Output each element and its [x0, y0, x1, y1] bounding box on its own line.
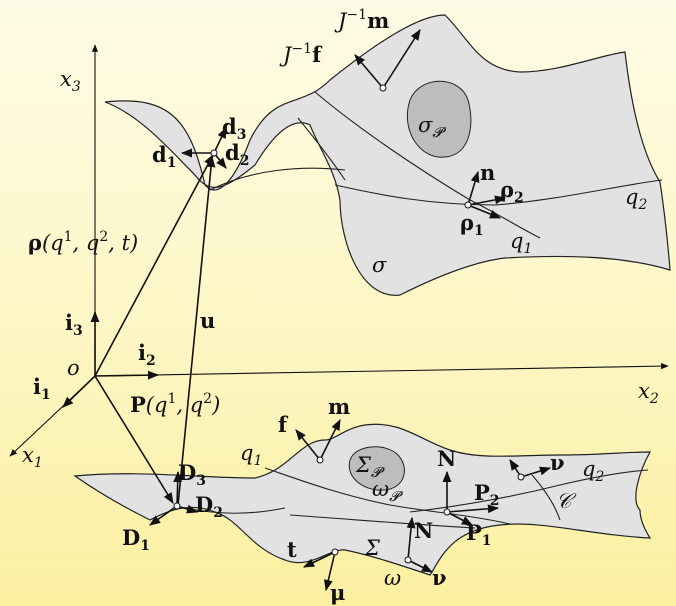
current-curve-a — [209, 167, 346, 191]
nu-edge-vector — [407, 559, 434, 573]
P1-label: P1 — [466, 520, 492, 549]
J-inv-m-label: J−1m — [334, 7, 389, 33]
current-director-point — [210, 149, 218, 157]
n-label: n — [480, 160, 495, 185]
D1-label: D1 — [122, 525, 150, 554]
reference-q2-label: q2 — [582, 457, 604, 485]
N-top-label: N — [437, 446, 456, 471]
m-label: m — [328, 394, 350, 419]
u-vector — [177, 155, 216, 506]
u-label: u — [200, 308, 215, 333]
current-curve-b — [297, 117, 346, 181]
nu-boundary-label: ν — [550, 450, 565, 475]
nu-boundary-vector — [520, 466, 552, 478]
t-label: t — [287, 537, 297, 562]
rho2-label: ρ2 — [500, 177, 524, 206]
d3-vector — [213, 126, 227, 154]
N-bottom-vector — [406, 516, 416, 561]
edge-t-point — [331, 548, 339, 556]
f-vector — [295, 429, 321, 461]
i1-label: i1 — [33, 374, 51, 403]
reference-q1-label: q1 — [240, 441, 262, 469]
current-frame-point — [464, 201, 472, 209]
i1-vector — [62, 375, 96, 408]
D2-label: D2 — [195, 492, 223, 521]
omega-label: ω — [384, 566, 401, 590]
current-q1-curve — [314, 91, 541, 239]
reference-surface-label: Σ — [364, 536, 380, 560]
mu-vector — [323, 551, 336, 592]
reference-curve-C — [531, 474, 561, 521]
mu-label: μ — [330, 580, 345, 605]
current-q1-label: q1 — [510, 229, 532, 257]
reference-frame-point — [443, 508, 451, 516]
x2-label: x2 — [638, 379, 659, 407]
f-label: f — [278, 412, 289, 437]
P2-vector — [446, 504, 500, 514]
P1-vector — [446, 511, 473, 526]
boundary-C-point — [517, 473, 525, 481]
rho-vector — [94, 154, 214, 377]
P2-label: P2 — [474, 480, 500, 509]
P-vector — [94, 375, 174, 504]
i3-label: i3 — [65, 310, 83, 339]
reference-curve-b — [289, 514, 476, 529]
m-vector — [319, 418, 341, 461]
d1-label: d1 — [152, 142, 176, 171]
J-inv-f-vector — [354, 54, 384, 89]
i2-vector — [94, 370, 160, 380]
reference-surface — [73, 423, 652, 576]
J-inv-m-vector — [382, 29, 421, 89]
x3-label: x3 — [60, 67, 81, 95]
d2-label: d2 — [225, 140, 249, 169]
rho1-label: ρ1 — [460, 210, 484, 239]
P-label: P(q1, q2) — [130, 391, 220, 417]
current-q2-label: q2 — [625, 185, 647, 213]
reference-patch — [348, 446, 405, 491]
n-vector — [467, 170, 480, 206]
rho-label: ρ(q1, q2, t) — [28, 229, 138, 255]
rho2-vector — [467, 195, 507, 206]
d3-label: d3 — [222, 114, 246, 143]
N-bottom-label: N — [414, 518, 433, 543]
reference-director-point — [173, 502, 181, 510]
i2-label: i2 — [138, 340, 156, 369]
reference-load-point — [316, 456, 324, 464]
current-load-point — [379, 84, 387, 92]
origin-label: o — [67, 356, 80, 380]
rho1-vector — [467, 204, 502, 219]
current-surface-label: σ — [372, 253, 387, 277]
current-q2-curve — [334, 179, 663, 206]
x1-label: x1 — [22, 443, 43, 471]
current-surface — [104, 14, 671, 296]
edge-omega-point — [404, 556, 412, 564]
current-patch — [406, 80, 472, 158]
nu-edge-label: ν — [432, 565, 447, 590]
reference-q2-curve — [409, 469, 649, 513]
D1-vector — [149, 505, 178, 526]
t-vector — [302, 551, 336, 568]
x2-axis — [94, 363, 669, 377]
D3-label: D3 — [178, 460, 206, 489]
reference-q1-curve — [264, 467, 511, 525]
D3-vector — [173, 470, 183, 507]
J-inv-f-label: J−1f — [279, 41, 323, 67]
